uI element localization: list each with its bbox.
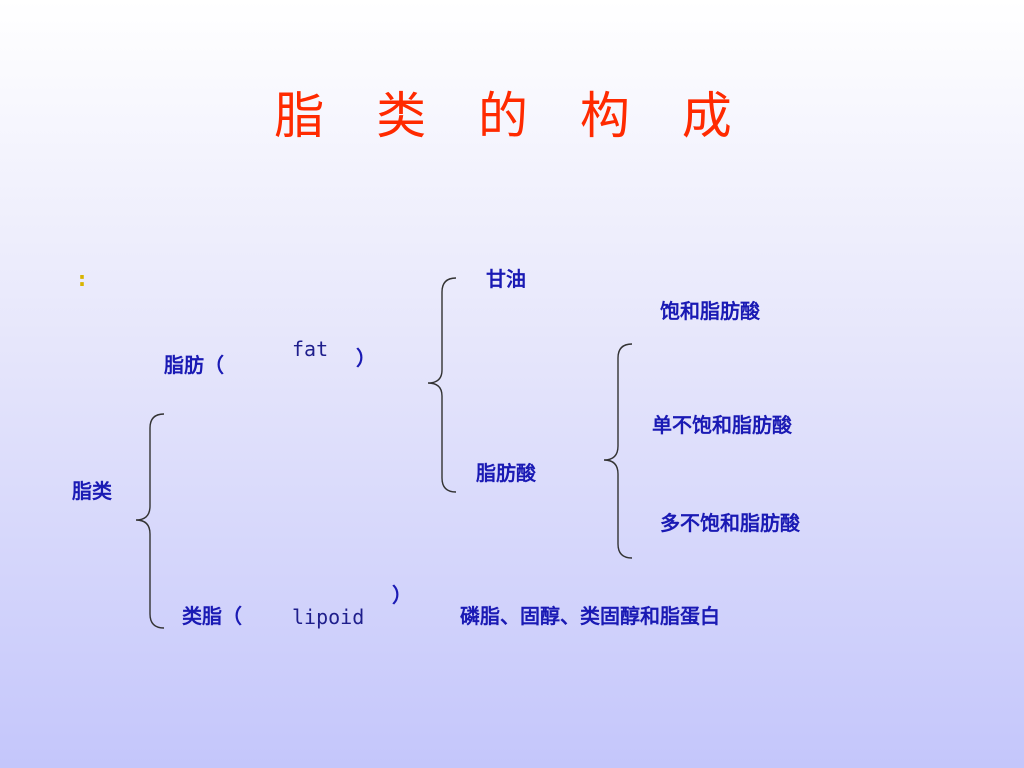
label-fat-close: ） [356,346,376,370]
label-fat: 脂肪（ [164,353,224,377]
label-fatty-acid: 脂肪酸 [476,461,536,485]
label-lipoid-close: ） [392,583,412,607]
brace-fatty-acid [603,343,633,559]
label-lipoid: 类脂（ [182,604,242,628]
label-fat-english: fat [292,337,329,361]
label-glycerol: 甘油 [486,267,526,291]
label-lipoid-members: 磷脂、固醇、类固醇和脂蛋白 [460,604,720,628]
label-lipoid-english: lipoid [292,605,365,629]
label-polyunsaturated: 多不饱和脂肪酸 [660,511,800,535]
label-monounsaturated: 单不饱和脂肪酸 [652,413,792,437]
bullet-marker: : [78,267,86,291]
brace-fat [427,277,457,493]
label-lipids: 脂类 [72,479,112,503]
label-saturated: 饱和脂肪酸 [660,299,760,323]
slide-title: 脂 类 的 构 成 [274,87,750,145]
brace-lipids [135,413,165,629]
